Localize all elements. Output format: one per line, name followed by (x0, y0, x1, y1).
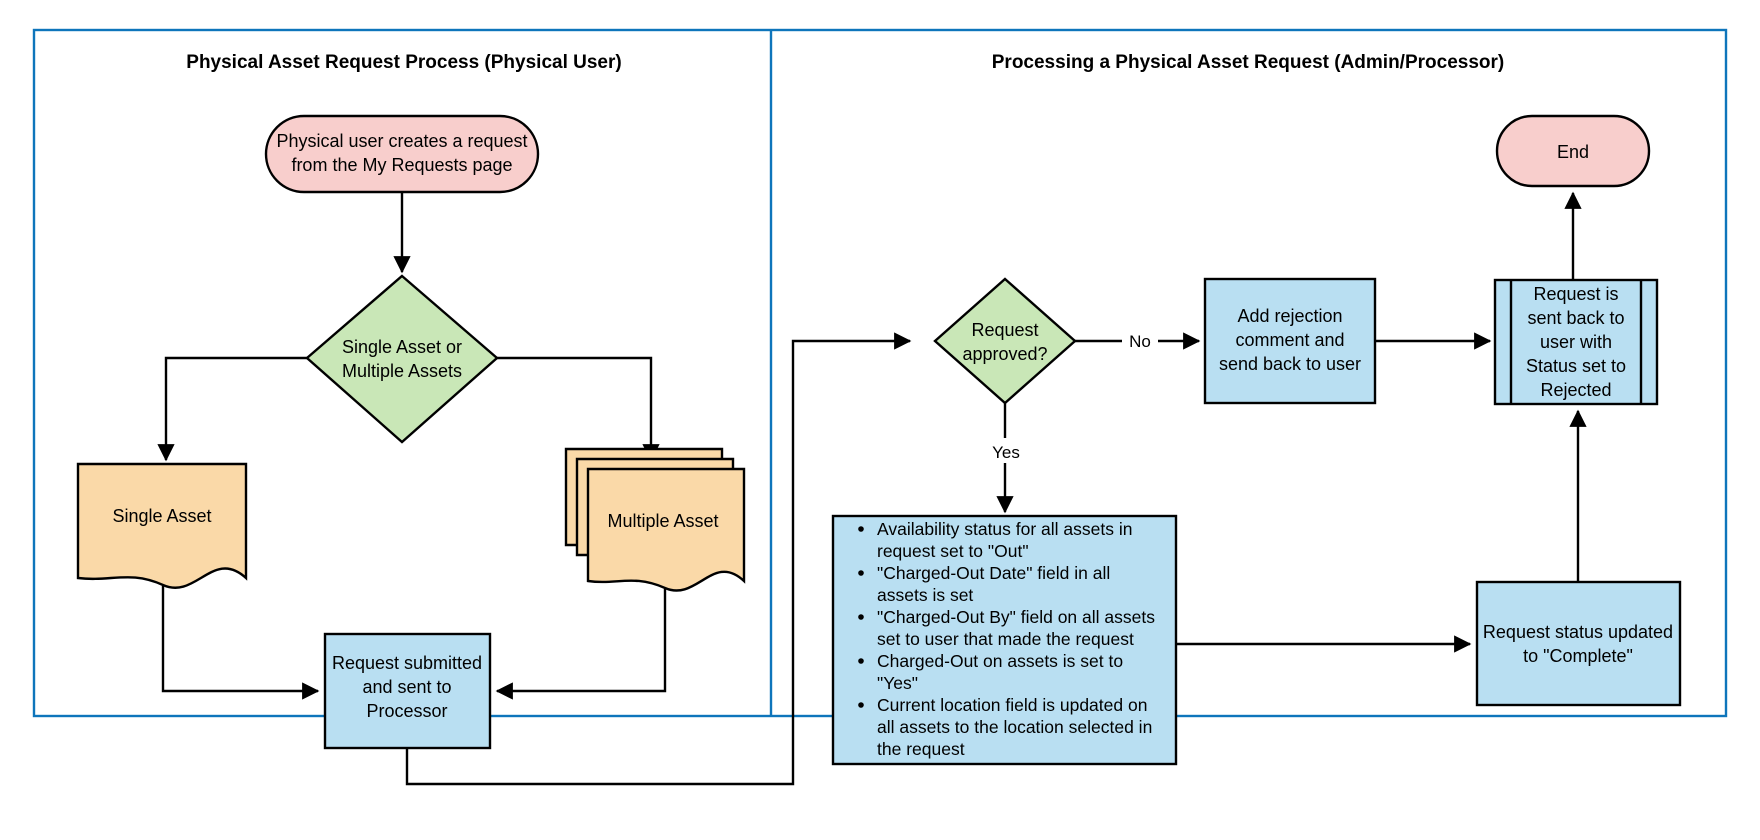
edge-label-yes: Yes (992, 443, 1020, 462)
multiple-asset-document[interactable] (586, 467, 746, 592)
request-submitted-line3: Processor (366, 701, 447, 721)
bullet-5-line-1: Current location field is updated on (877, 695, 1147, 715)
bullet-4-line-2: "Yes" (877, 673, 918, 693)
end-terminator[interactable] (1495, 114, 1651, 188)
right-panel-title: Processing a Physical Asset Request (Adm… (992, 52, 1504, 73)
left-decision-diamond[interactable] (305, 274, 499, 444)
sent-back-box[interactable] (1493, 278, 1659, 406)
approval-decision-line1: Request (971, 320, 1038, 340)
edge-decision-to-multiple (497, 356, 660, 462)
bullet-3-line-1: "Charged-Out By" field on all assets (877, 607, 1155, 627)
asset-updates-box[interactable] (831, 514, 1178, 766)
single-asset-document[interactable] (76, 462, 248, 589)
edge-label-no: No (1129, 332, 1151, 351)
edge-multiple-to-submitted (495, 589, 667, 700)
request-complete-line1: Request status updated (1483, 622, 1673, 642)
bullet-4-line-1: Charged-Out on assets is set to (877, 651, 1123, 671)
end-terminator-label: End (1557, 142, 1589, 162)
sent-back-line2: sent back to (1527, 308, 1624, 328)
bullet-marker (858, 702, 864, 708)
bullet-3-line-2: set to user that made the request (877, 629, 1134, 649)
bullet-5-line-2: all assets to the location selected in (877, 717, 1152, 737)
asset-updates-bullet-list: Availability status for all assets in re… (858, 519, 1155, 759)
edge-decision-to-single (157, 356, 307, 462)
left-decision-line1: Single Asset or (342, 337, 462, 357)
request-submitted-line2: and sent to (362, 677, 451, 697)
bullet-1-line-2: request set to "Out" (877, 541, 1029, 561)
start-terminator-line2: from the My Requests page (291, 155, 512, 175)
edge-single-to-submitted (161, 586, 320, 700)
bullet-marker (858, 526, 864, 532)
bullet-1-line-1: Availability status for all assets in (877, 519, 1133, 539)
multiple-asset-label: Multiple Asset (607, 511, 718, 531)
bullet-marker (858, 614, 864, 620)
bullet-marker (858, 658, 864, 664)
bullet-marker (858, 570, 864, 576)
bullet-5-line-3: the request (877, 739, 965, 759)
add-rejection-line1: Add rejection (1237, 306, 1342, 326)
start-terminator-line1: Physical user creates a request (276, 131, 527, 151)
add-rejection-line3: send back to user (1219, 354, 1361, 374)
request-complete-box[interactable] (1475, 580, 1682, 707)
edge-submitted-to-approval (405, 332, 912, 786)
single-asset-label: Single Asset (112, 506, 211, 526)
bullet-2-line-2: assets is set (877, 585, 973, 605)
add-rejection-line2: comment and (1235, 330, 1344, 350)
start-terminator[interactable] (264, 114, 540, 194)
left-decision-line2: Multiple Assets (342, 361, 462, 381)
left-panel-title: Physical Asset Request Process (Physical… (186, 52, 621, 73)
request-submitted-box[interactable] (323, 632, 492, 750)
sent-back-line1: Request is (1533, 284, 1618, 304)
sent-back-line3: user with (1540, 332, 1612, 352)
request-submitted-line1: Request submitted (332, 653, 482, 673)
request-complete-line2: to "Complete" (1523, 646, 1633, 666)
approval-decision-line2: approved? (962, 344, 1047, 364)
add-rejection-box[interactable] (1203, 277, 1377, 405)
yes-label-bg (985, 438, 1027, 463)
bullet-2-line-1: "Charged-Out Date" field in all (877, 563, 1110, 583)
sent-back-line4: Status set to (1526, 356, 1626, 376)
no-label-bg (1122, 328, 1158, 353)
sent-back-line5: Rejected (1540, 380, 1611, 400)
